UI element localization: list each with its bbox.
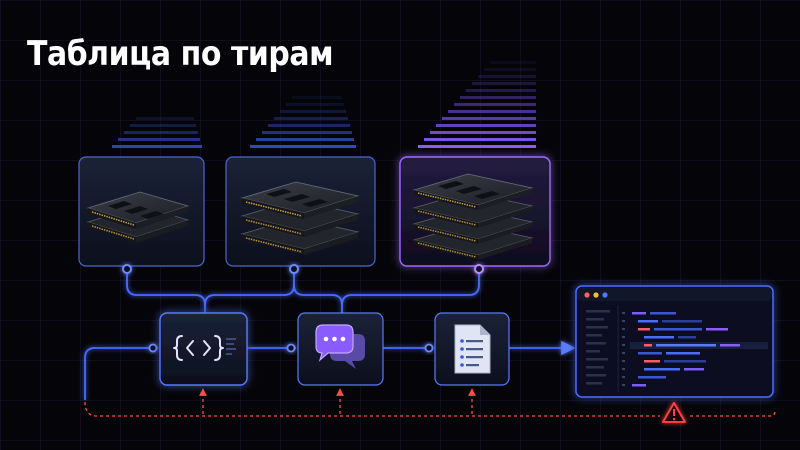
code-node[interactable]	[159, 312, 248, 386]
warning-icon[interactable]	[662, 402, 686, 423]
tier-bars-1	[112, 117, 202, 148]
code-node-lines	[226, 338, 236, 355]
tier-connectors	[126, 269, 480, 313]
document-node[interactable]	[434, 312, 510, 386]
page-title: Таблица по тирам	[27, 34, 334, 74]
ssd-drive-icon	[240, 181, 360, 219]
ssd-drive-icon	[86, 191, 190, 229]
editor-line-numbers	[622, 312, 625, 386]
chat-node[interactable]	[297, 312, 384, 386]
window-minimize-dot[interactable]	[593, 292, 599, 298]
ssd-drive-icon	[412, 173, 534, 210]
tier-bars-3	[418, 61, 536, 148]
tier-port-dots	[122, 264, 484, 274]
tier-panel-2[interactable]	[225, 156, 376, 267]
tier-panel-1[interactable]	[78, 156, 205, 267]
feedback-loop	[84, 388, 776, 417]
editor-code-lines	[630, 312, 768, 387]
document-list-icon	[454, 324, 491, 374]
editor-window[interactable]	[575, 285, 774, 398]
chat-bubbles-icon	[315, 324, 365, 369]
editor-sidebar	[586, 310, 610, 385]
flow-dots	[148, 343, 434, 353]
window-close-dot[interactable]	[584, 292, 590, 298]
window-maximize-dot[interactable]	[602, 292, 608, 298]
tier-panel-3[interactable]	[399, 156, 551, 267]
code-brackets-icon	[173, 335, 224, 361]
tier-bars-2	[250, 96, 356, 148]
